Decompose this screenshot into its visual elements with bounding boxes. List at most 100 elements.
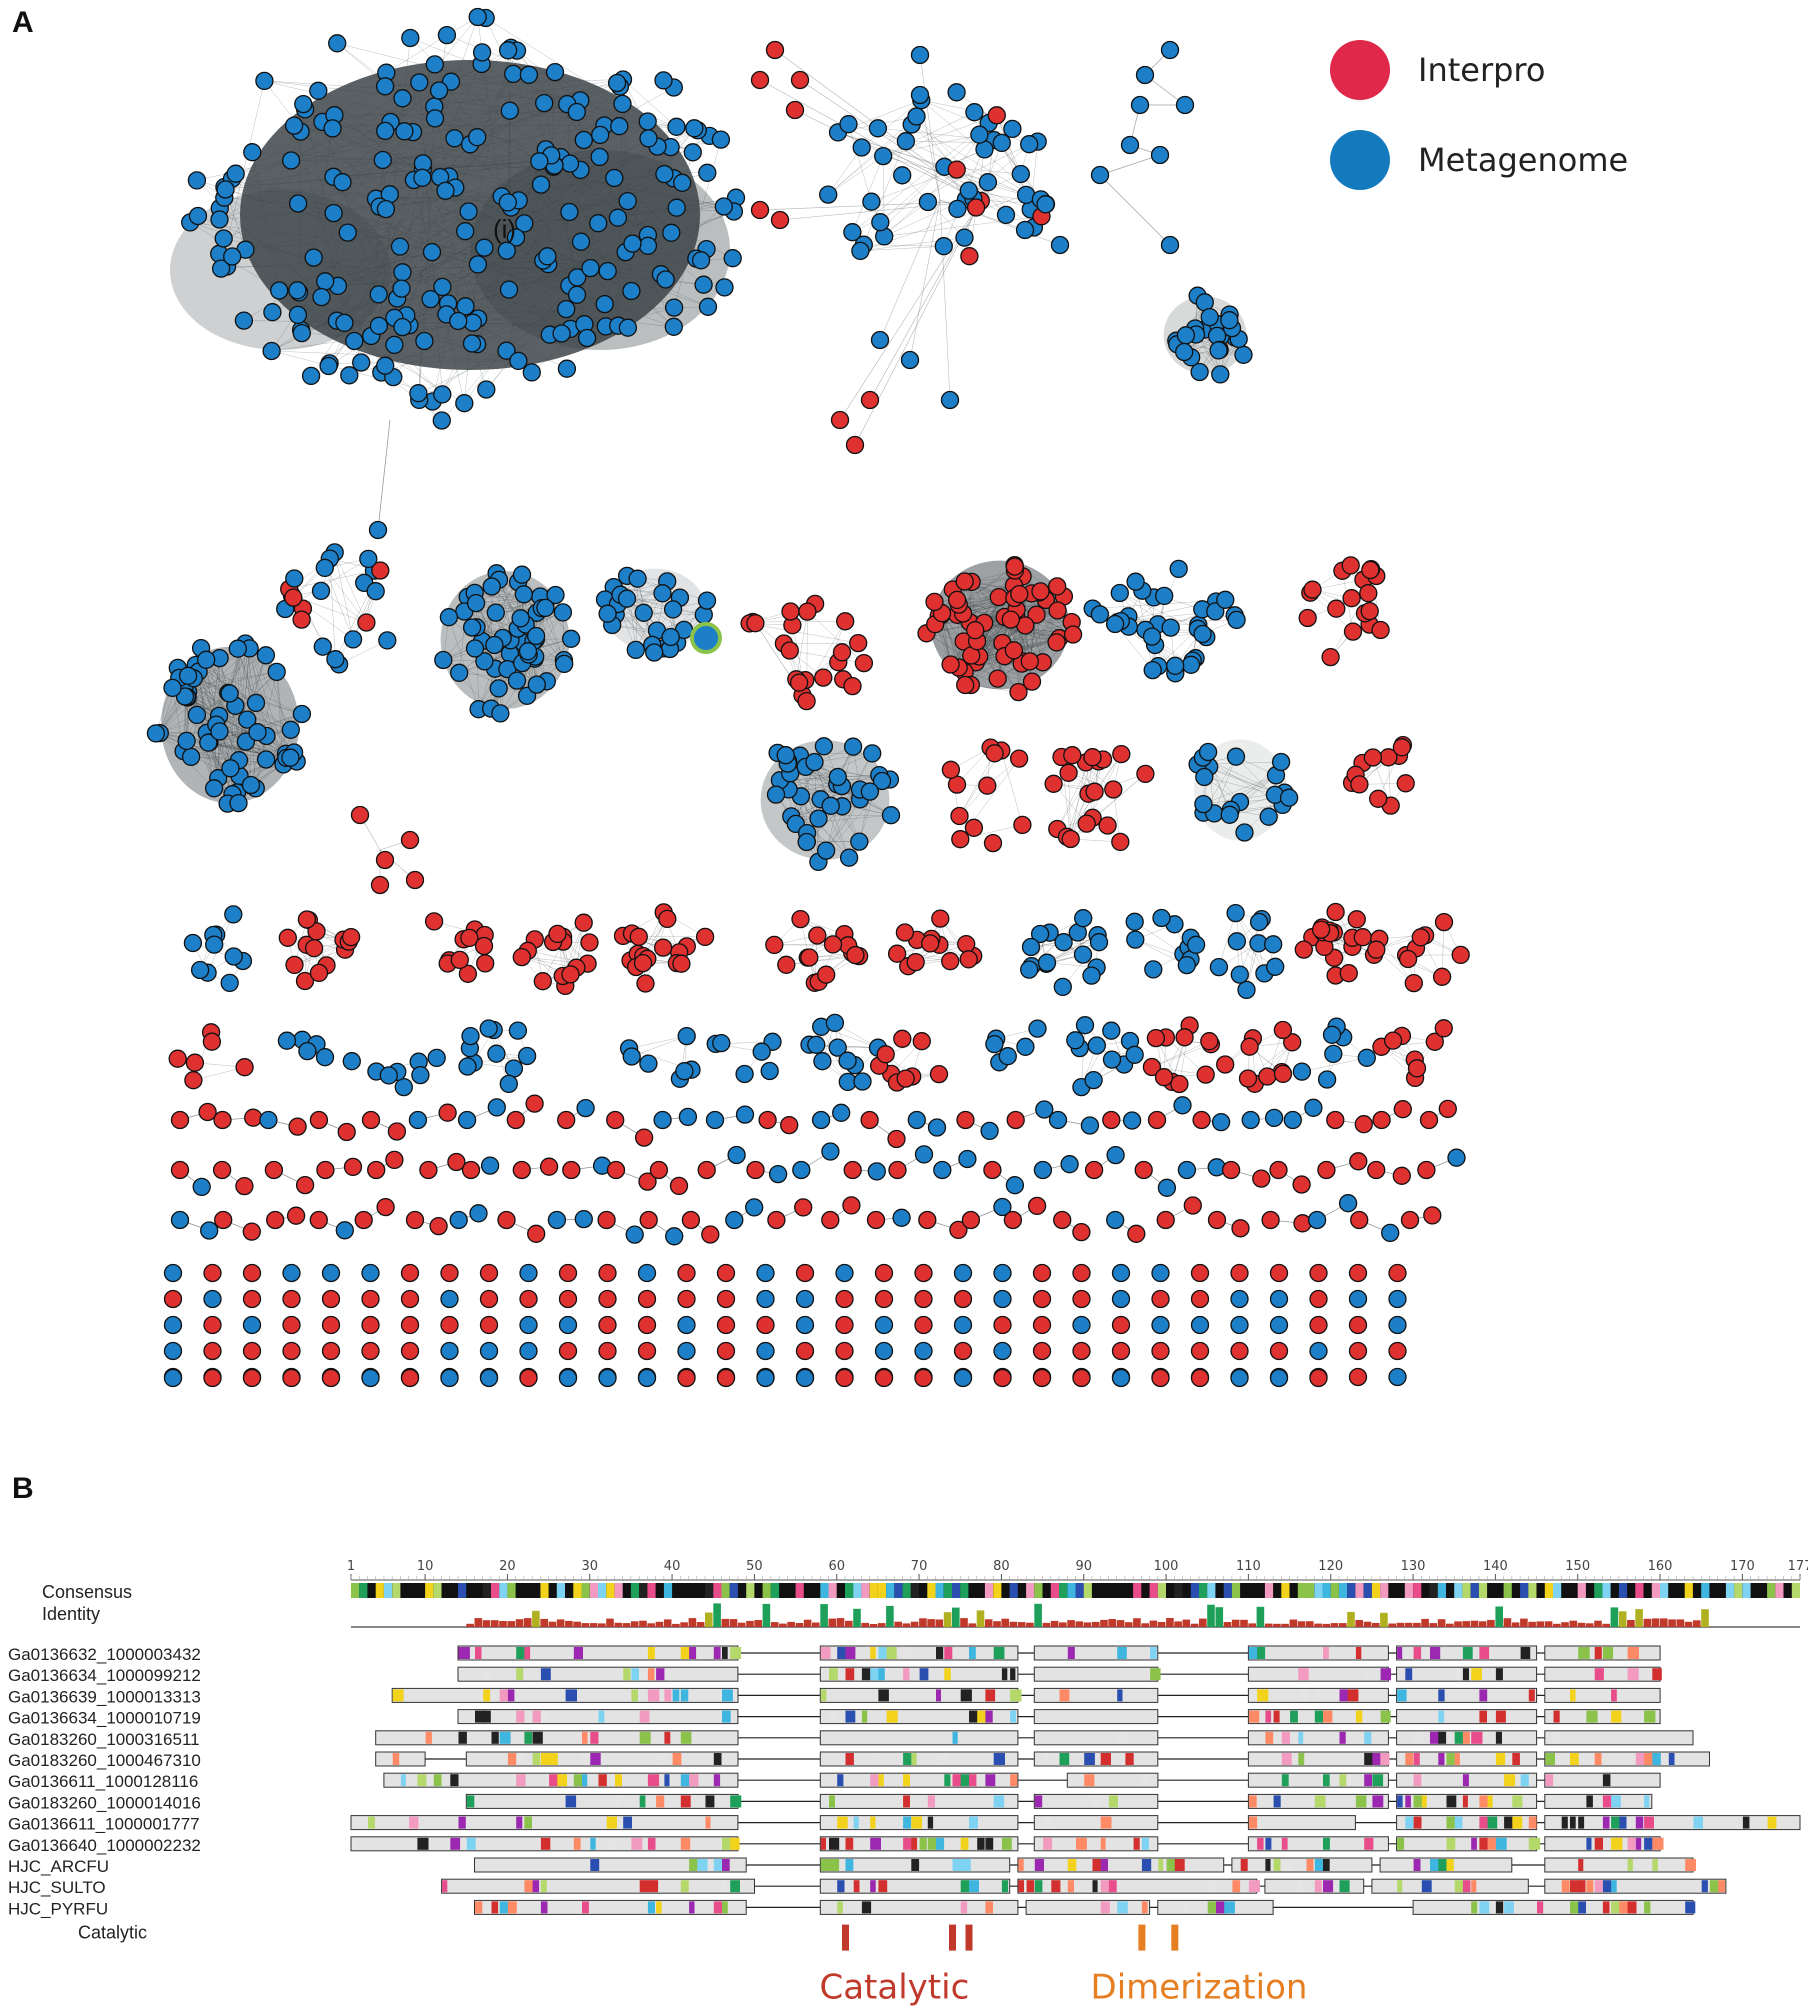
legend-metagenome: Metagenome [1330, 130, 1628, 190]
interpro-node [533, 972, 552, 991]
network-edge [294, 125, 672, 234]
sequence-segment [1033, 1751, 1159, 1767]
residue-mark [1479, 1795, 1488, 1808]
residue-mark [483, 1710, 491, 1723]
identity-bar [795, 1623, 804, 1627]
residue-mark [722, 1859, 730, 1871]
network-edge [329, 558, 336, 660]
consensus-cell [1553, 1583, 1562, 1598]
identity-bar [639, 1620, 647, 1628]
interpro-node [918, 1210, 937, 1230]
sequence-segment [1247, 1815, 1356, 1831]
panel-label-a: A [12, 6, 34, 39]
residue-mark [590, 1753, 601, 1765]
interpro-node [795, 1341, 815, 1361]
residue-mark [573, 1774, 584, 1787]
residue-mark [1339, 1880, 1350, 1893]
interpro-node [1072, 1263, 1091, 1283]
residue-mark [491, 1901, 499, 1914]
identity-bar [1240, 1619, 1248, 1628]
metagenome-node [319, 356, 338, 376]
metagenome-node [1130, 95, 1150, 115]
network-edge [297, 248, 707, 291]
interpro-node [548, 924, 567, 944]
metagenome-node [1048, 1110, 1068, 1130]
identity-bar [877, 1623, 886, 1628]
interpro-node [1216, 1055, 1235, 1074]
metagenome-node [914, 1341, 933, 1361]
residue-mark [1462, 1774, 1469, 1787]
metagenome-node [163, 1263, 183, 1283]
residue-mark [1355, 1710, 1363, 1723]
interpro-node [539, 1157, 559, 1176]
identity-bar [1075, 1621, 1084, 1628]
residue-mark [647, 1774, 660, 1787]
metagenome-node [203, 1289, 222, 1309]
interpro-node [956, 1110, 975, 1130]
interpro-node [527, 1224, 546, 1243]
interpro-node [170, 1160, 190, 1180]
interpro-node [1298, 608, 1317, 628]
residue-mark [829, 1795, 835, 1808]
network-edge [880, 134, 980, 223]
consensus-cell [1503, 1583, 1512, 1598]
interpro-node [876, 1045, 895, 1064]
metagenome-node [555, 654, 574, 674]
metagenome-node [210, 722, 229, 741]
residue-mark [516, 1710, 525, 1723]
interpro-node [993, 1315, 1012, 1335]
interpro-node [978, 776, 997, 795]
metagenome-node [504, 1059, 524, 1078]
metagenome-node [625, 1225, 644, 1244]
residue-mark [1265, 1731, 1274, 1744]
residue-mark [1133, 1837, 1140, 1850]
interpro-node [983, 833, 1003, 853]
residue-mark [1644, 1837, 1653, 1850]
interpro-node [1432, 967, 1452, 986]
metagenome-node [667, 198, 686, 217]
interpro-node [242, 1222, 261, 1241]
residue-mark [1314, 1859, 1326, 1871]
interpro-node [361, 1110, 381, 1130]
sequence-segment [1033, 1645, 1159, 1661]
identity-bar [828, 1618, 837, 1628]
metagenome-node [352, 353, 371, 372]
residue-mark [689, 1901, 695, 1914]
residue-mark [540, 1753, 551, 1765]
sequence-label: Ga0136611_1000001777 [8, 1815, 200, 1834]
metagenome-node [934, 237, 953, 256]
residue-mark [1570, 1880, 1581, 1893]
interpro-node [1354, 1115, 1373, 1134]
interpro-node [440, 1263, 459, 1283]
sequence-segment [1396, 1836, 1538, 1852]
residue-mark [1528, 1816, 1537, 1829]
metagenome-node [175, 687, 195, 706]
interpro-node [479, 1289, 499, 1309]
metagenome-node [874, 146, 893, 166]
metagenome-node [1237, 980, 1256, 1000]
metagenome-node [907, 1110, 926, 1130]
interpro-node [658, 909, 677, 929]
residue-mark [606, 1816, 617, 1829]
interpro-node [765, 935, 784, 955]
interpro-node [598, 1263, 617, 1283]
interpro-node [309, 963, 329, 983]
identity-bar [1660, 1618, 1668, 1628]
residue-mark [1216, 1901, 1228, 1914]
metagenome-node [455, 394, 474, 413]
metagenome-node [637, 1368, 657, 1388]
residue-mark [1183, 1901, 1190, 1914]
metagenome-node [832, 1103, 851, 1122]
metagenome-node [1227, 610, 1246, 630]
residue-mark [1652, 1668, 1662, 1681]
consensus-cell [1684, 1583, 1693, 1598]
metagenome-node [369, 285, 388, 304]
residue-mark [1405, 1753, 1414, 1765]
identity-bar [1133, 1618, 1141, 1628]
ruler-tick-label: 90 [1075, 1559, 1092, 1574]
metagenome-node [312, 287, 331, 307]
interpro-node [1207, 1210, 1227, 1230]
residue-mark [450, 1774, 459, 1787]
identity-bar [581, 1623, 590, 1628]
interpro-node [1252, 1169, 1271, 1188]
